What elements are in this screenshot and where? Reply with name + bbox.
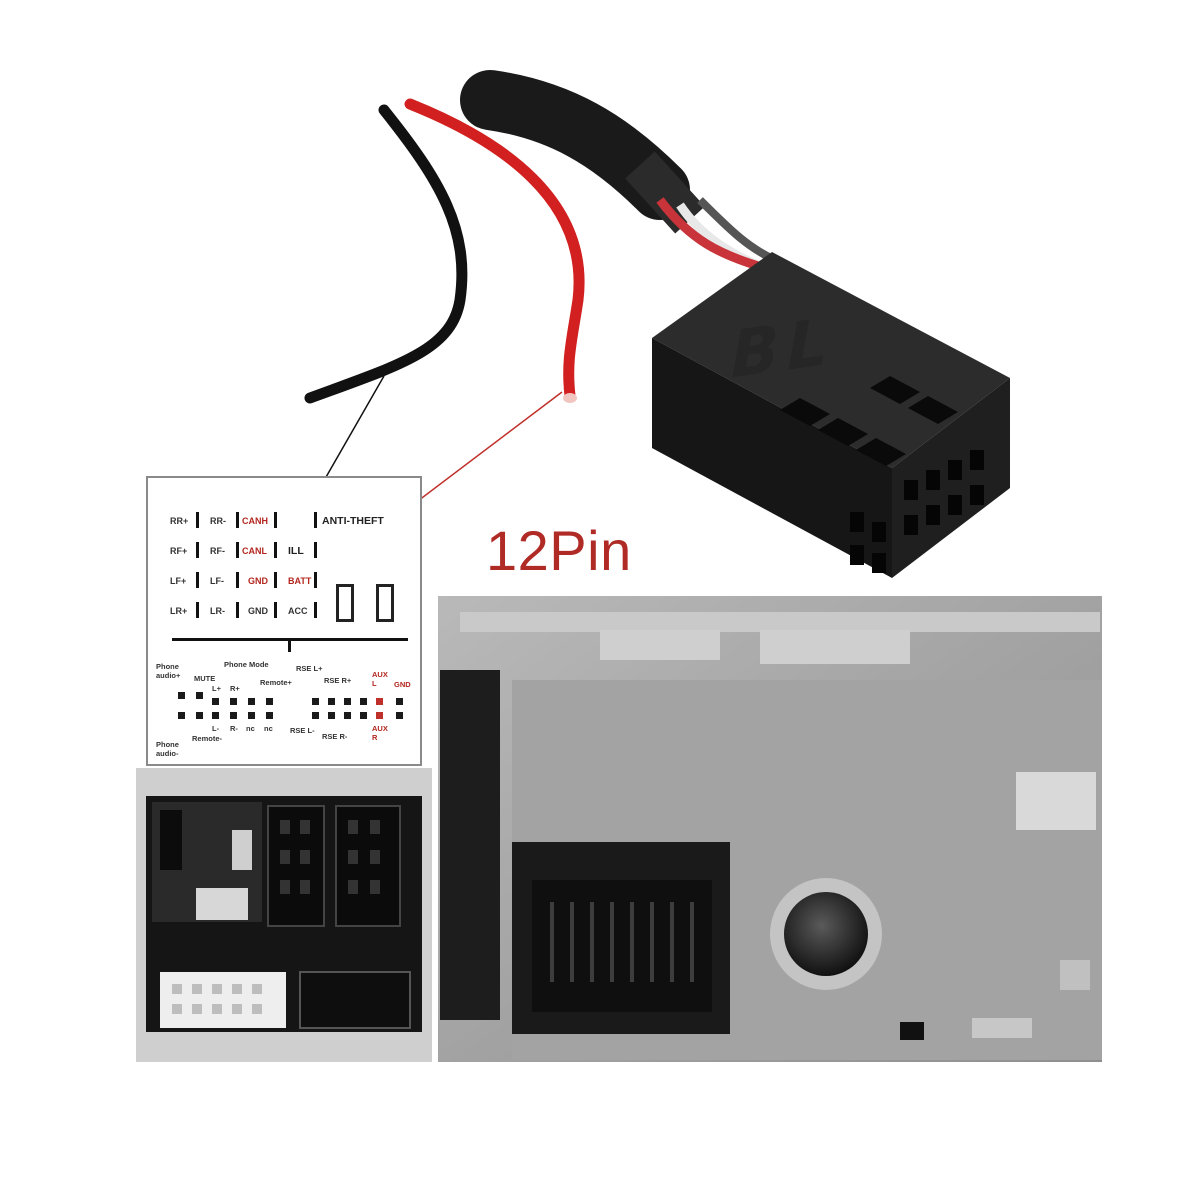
pin-dot bbox=[344, 698, 351, 705]
pin-dot bbox=[178, 692, 185, 699]
label-rse-l-minus: RSE L- bbox=[290, 726, 315, 735]
red-wire-tip bbox=[563, 393, 577, 403]
pin-dot bbox=[212, 698, 219, 705]
latch-slot bbox=[376, 584, 394, 622]
pin-bar bbox=[314, 542, 317, 558]
label-gnd-red: GND bbox=[248, 576, 268, 586]
label-rr-minus: RR- bbox=[210, 516, 226, 526]
latch-slot bbox=[336, 584, 354, 622]
pin-bar bbox=[196, 602, 199, 618]
red-small-wire bbox=[656, 197, 767, 273]
label-anti-theft: ANTI-THEFT bbox=[322, 515, 384, 527]
label-remote-plus: Remote+ bbox=[260, 678, 292, 687]
radio-connector-photo bbox=[136, 768, 432, 1062]
pin-dot bbox=[230, 698, 237, 705]
pin-dot bbox=[396, 698, 403, 705]
pin-bar bbox=[314, 602, 317, 618]
pin-dot bbox=[328, 698, 335, 705]
red-wire bbox=[404, 98, 585, 402]
label-canl: CANL bbox=[242, 546, 267, 556]
label-rse-r-plus: RSE R+ bbox=[324, 676, 352, 685]
pin-dot bbox=[312, 698, 319, 705]
label-phone-audio-plus: Phone audio+ bbox=[156, 662, 181, 680]
pinout-diagram: RR+ RR- CANH ANTI-THEFT RF+ RF- CANL ILL… bbox=[146, 476, 422, 766]
pin-dot bbox=[360, 698, 367, 705]
pin-dot bbox=[212, 712, 219, 719]
label-l-minus: L- bbox=[212, 724, 220, 733]
pin-bar bbox=[236, 512, 239, 528]
label-rse-r-minus: RSE R- bbox=[322, 732, 348, 741]
pin-dot-aux bbox=[376, 712, 383, 719]
pin-bar bbox=[314, 572, 317, 588]
label-r-plus: R+ bbox=[230, 684, 240, 693]
pin-dot bbox=[312, 712, 319, 719]
label-acc: ACC bbox=[288, 606, 308, 616]
pin-dot bbox=[344, 712, 351, 719]
pin-dot bbox=[360, 712, 367, 719]
pin-bar bbox=[196, 572, 199, 588]
pin-bar bbox=[314, 512, 317, 528]
pin-dot bbox=[178, 712, 185, 719]
pin-bar bbox=[274, 542, 277, 558]
pin-dot bbox=[196, 692, 203, 699]
pin-bar bbox=[274, 572, 277, 588]
label-rf-plus: RF+ bbox=[170, 546, 188, 556]
pin-dot bbox=[328, 712, 335, 719]
label-remote-minus: Remote- bbox=[192, 734, 223, 743]
label-batt: BATT bbox=[288, 576, 312, 586]
label-lf-minus: LF- bbox=[210, 576, 224, 586]
label-rse-l-plus: RSE L+ bbox=[296, 664, 323, 673]
pin-bar bbox=[274, 602, 277, 618]
label-aux-r: AUX R bbox=[372, 724, 388, 742]
pin-dot bbox=[266, 712, 273, 719]
label-r-minus: R- bbox=[230, 724, 238, 733]
label-phone-mode: Phone Mode bbox=[224, 660, 269, 669]
label-mute: MUTE bbox=[194, 674, 216, 683]
pin-bar bbox=[236, 602, 239, 618]
pin-bar bbox=[236, 542, 239, 558]
black-wire bbox=[304, 104, 468, 404]
label-l-plus: L+ bbox=[212, 684, 221, 693]
connector-block bbox=[652, 252, 1010, 578]
pin-dot bbox=[248, 712, 255, 719]
radio-chassis-photo bbox=[438, 596, 1102, 1062]
pin-bar bbox=[274, 512, 277, 528]
label-lr-minus: LR- bbox=[210, 606, 225, 616]
pin-dot-aux bbox=[376, 698, 383, 705]
label-gnd: GND bbox=[248, 606, 268, 616]
pin-dot bbox=[196, 712, 203, 719]
label-lf-plus: LF+ bbox=[170, 576, 187, 586]
pin-bar bbox=[196, 542, 199, 558]
label-lr-plus: LR+ bbox=[170, 606, 188, 616]
divider-tick bbox=[288, 638, 291, 652]
label-phone-audio-minus: Phone audio- bbox=[156, 740, 179, 758]
pin-dot bbox=[396, 712, 403, 719]
pin-bar bbox=[236, 572, 239, 588]
pin-dot bbox=[266, 698, 273, 705]
label-rr-plus: RR+ bbox=[170, 516, 189, 526]
pin-dot bbox=[230, 712, 237, 719]
label-gnd-aux: GND bbox=[394, 680, 411, 689]
label-ill: ILL bbox=[288, 545, 304, 557]
pin-bar bbox=[196, 512, 199, 528]
label-aux-l: AUX L bbox=[372, 670, 388, 688]
pin-count-title: 12Pin bbox=[486, 519, 632, 582]
label-rf-minus: RF- bbox=[210, 546, 225, 556]
pin-dot bbox=[248, 698, 255, 705]
label-canh: CANH bbox=[242, 516, 268, 526]
label-nc-1: nc bbox=[246, 724, 255, 733]
label-nc-2: nc bbox=[264, 724, 273, 733]
